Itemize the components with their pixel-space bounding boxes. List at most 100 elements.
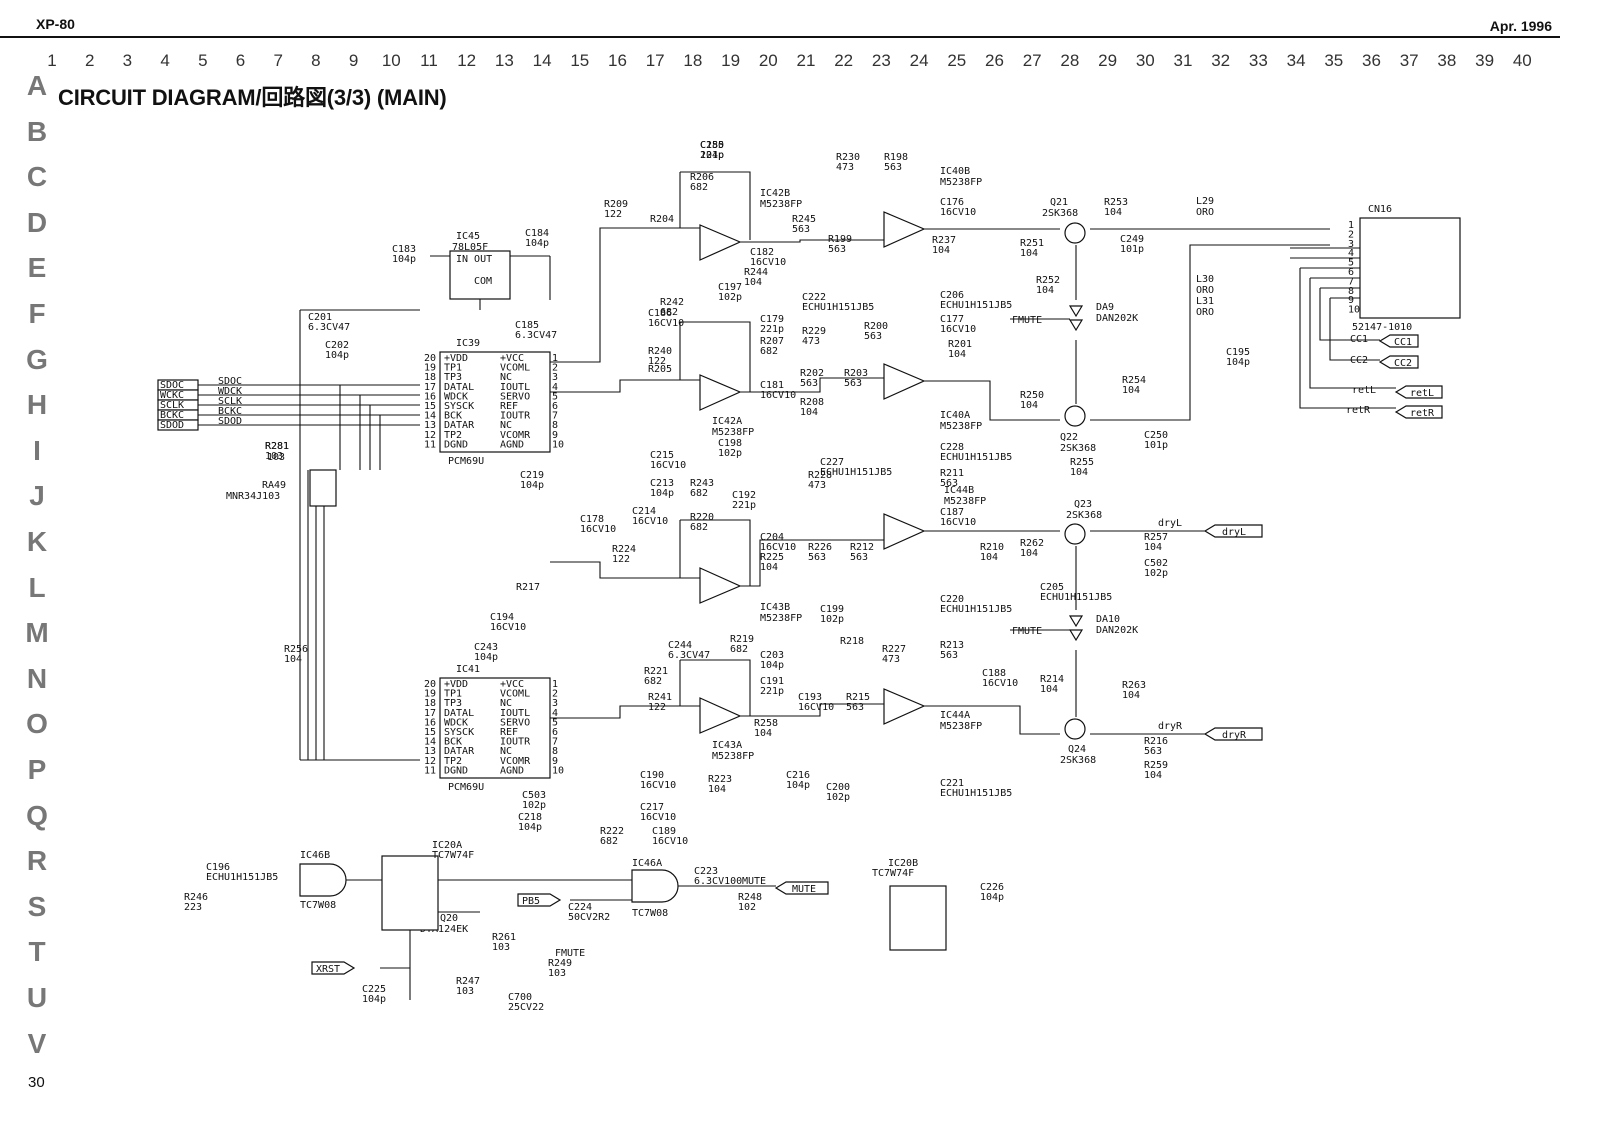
component-value: 16CV10 xyxy=(940,324,976,335)
component-ref: R241 xyxy=(648,692,672,703)
grid-column-6: 6 xyxy=(235,51,246,70)
component-ref: C227 xyxy=(820,457,844,468)
component-ref: R257 xyxy=(1144,532,1168,543)
dac-pin-number: 11 xyxy=(424,439,436,450)
component-value: 16CV10 xyxy=(648,318,684,329)
dac-pin-number: 2 xyxy=(552,363,558,374)
component-ref: R225 xyxy=(760,552,784,563)
dac-pin-number: 9 xyxy=(552,430,558,441)
input-tag: SDOD xyxy=(157,419,199,431)
grid-column-8: 8 xyxy=(311,51,321,70)
component-value: 104 xyxy=(980,552,998,563)
component-label: R217 xyxy=(516,582,540,593)
component-value: 104 xyxy=(1122,690,1140,701)
dac-pin-number: 20 xyxy=(424,679,436,690)
ra49-network: RA49 MNR34J103 xyxy=(226,469,337,507)
ic-pins: IN OUT xyxy=(456,254,492,265)
connector-pin-number: 3 xyxy=(1348,239,1354,250)
dac-pin-label: REF xyxy=(500,401,518,412)
component-ref: R202 xyxy=(800,368,824,379)
grid-row-G: G xyxy=(26,343,48,375)
component-ref: C255 xyxy=(700,140,724,151)
component-value: 104p xyxy=(700,150,724,161)
diode-part: DAN202K xyxy=(1096,625,1138,636)
component-ref: C243 xyxy=(474,642,498,653)
diode-symbols xyxy=(1068,305,1084,642)
component-value: 563 xyxy=(846,702,864,713)
dac-pin-label: IOUTL xyxy=(500,708,530,719)
dac-pin-label: TP1 xyxy=(444,363,462,374)
component-ref: R205 xyxy=(648,364,672,375)
component-value: 104 xyxy=(1104,207,1122,218)
ic-part: PCM69U xyxy=(448,456,484,467)
dac-pin-label: AGND xyxy=(500,765,524,776)
ic-ref: IC45 xyxy=(456,231,480,242)
component-ref: C186 xyxy=(648,308,672,319)
component-value: 16CV10 xyxy=(760,542,796,553)
dac-pin-number: 14 xyxy=(424,411,436,422)
dac-pin-label: SERVO xyxy=(500,717,530,728)
dac-pin-label: NC xyxy=(500,698,512,709)
component-ref: R244 xyxy=(744,267,768,278)
coil-part: ORO xyxy=(1196,207,1214,218)
component-ref: C199 xyxy=(820,604,844,615)
dac-pin-number: 7 xyxy=(552,737,558,748)
component-ref: R247 xyxy=(456,976,480,987)
grid-column-37: 37 xyxy=(1399,51,1419,70)
component-ref: R258 xyxy=(754,718,778,729)
component-ref: C196 xyxy=(206,862,230,873)
coil-part: ORO xyxy=(1196,285,1214,296)
connector-pin-number: 8 xyxy=(1348,286,1354,297)
component-ref: R256 xyxy=(284,644,308,655)
logic-ref: IC46A xyxy=(632,858,662,869)
grid-column-29: 29 xyxy=(1098,51,1118,70)
fet-part: 2SK368 xyxy=(1060,443,1096,454)
ic45-regulator: IC45 78L05F IN OUT COM xyxy=(449,231,511,300)
opamp-ref: IC44B xyxy=(944,485,974,496)
wire-label: SCLK xyxy=(218,396,242,407)
component-value: 221p xyxy=(760,686,784,697)
component-value: 682 xyxy=(730,644,748,655)
component-ref: R210 xyxy=(980,542,1004,553)
wire-label: dryL xyxy=(1158,518,1182,529)
logic-section: IC46B TC7W08 IC20A TC7W74F IC46A TC7W08 … xyxy=(299,840,947,951)
dac-pin-label: VCOML xyxy=(500,363,530,374)
dac-pin-number: 10 xyxy=(552,765,564,776)
grid-row-D: D xyxy=(26,206,48,238)
dac-pin-number: 17 xyxy=(424,382,436,393)
component-value: 221p xyxy=(732,500,756,511)
input-tag-label: SDOC xyxy=(160,380,184,391)
component-value: 122 xyxy=(604,209,622,220)
opamp-ref: IC42B xyxy=(760,188,790,199)
component-ref: C181 xyxy=(760,380,784,391)
grid-row-H: H xyxy=(26,389,48,421)
fet-ref: Q22 xyxy=(1060,432,1078,443)
component-value: 102p xyxy=(718,448,742,459)
grid-row-E: E xyxy=(27,252,47,284)
component-ref: R254 xyxy=(1122,375,1146,386)
component-value: 102p xyxy=(522,800,546,811)
dac-pin-label: VCOMR xyxy=(500,430,531,441)
dac-pin-number: 5 xyxy=(552,717,558,728)
component-ref: R255 xyxy=(1070,457,1094,468)
opamp-part: M5238FP xyxy=(760,199,802,210)
component-ref: R262 xyxy=(1020,538,1044,549)
dac-pin-label: TP2 xyxy=(444,756,462,767)
dac-pin-label: TP3 xyxy=(444,698,462,709)
dac-pin-label: AGND xyxy=(500,439,524,450)
component-value: 104p xyxy=(392,254,416,265)
